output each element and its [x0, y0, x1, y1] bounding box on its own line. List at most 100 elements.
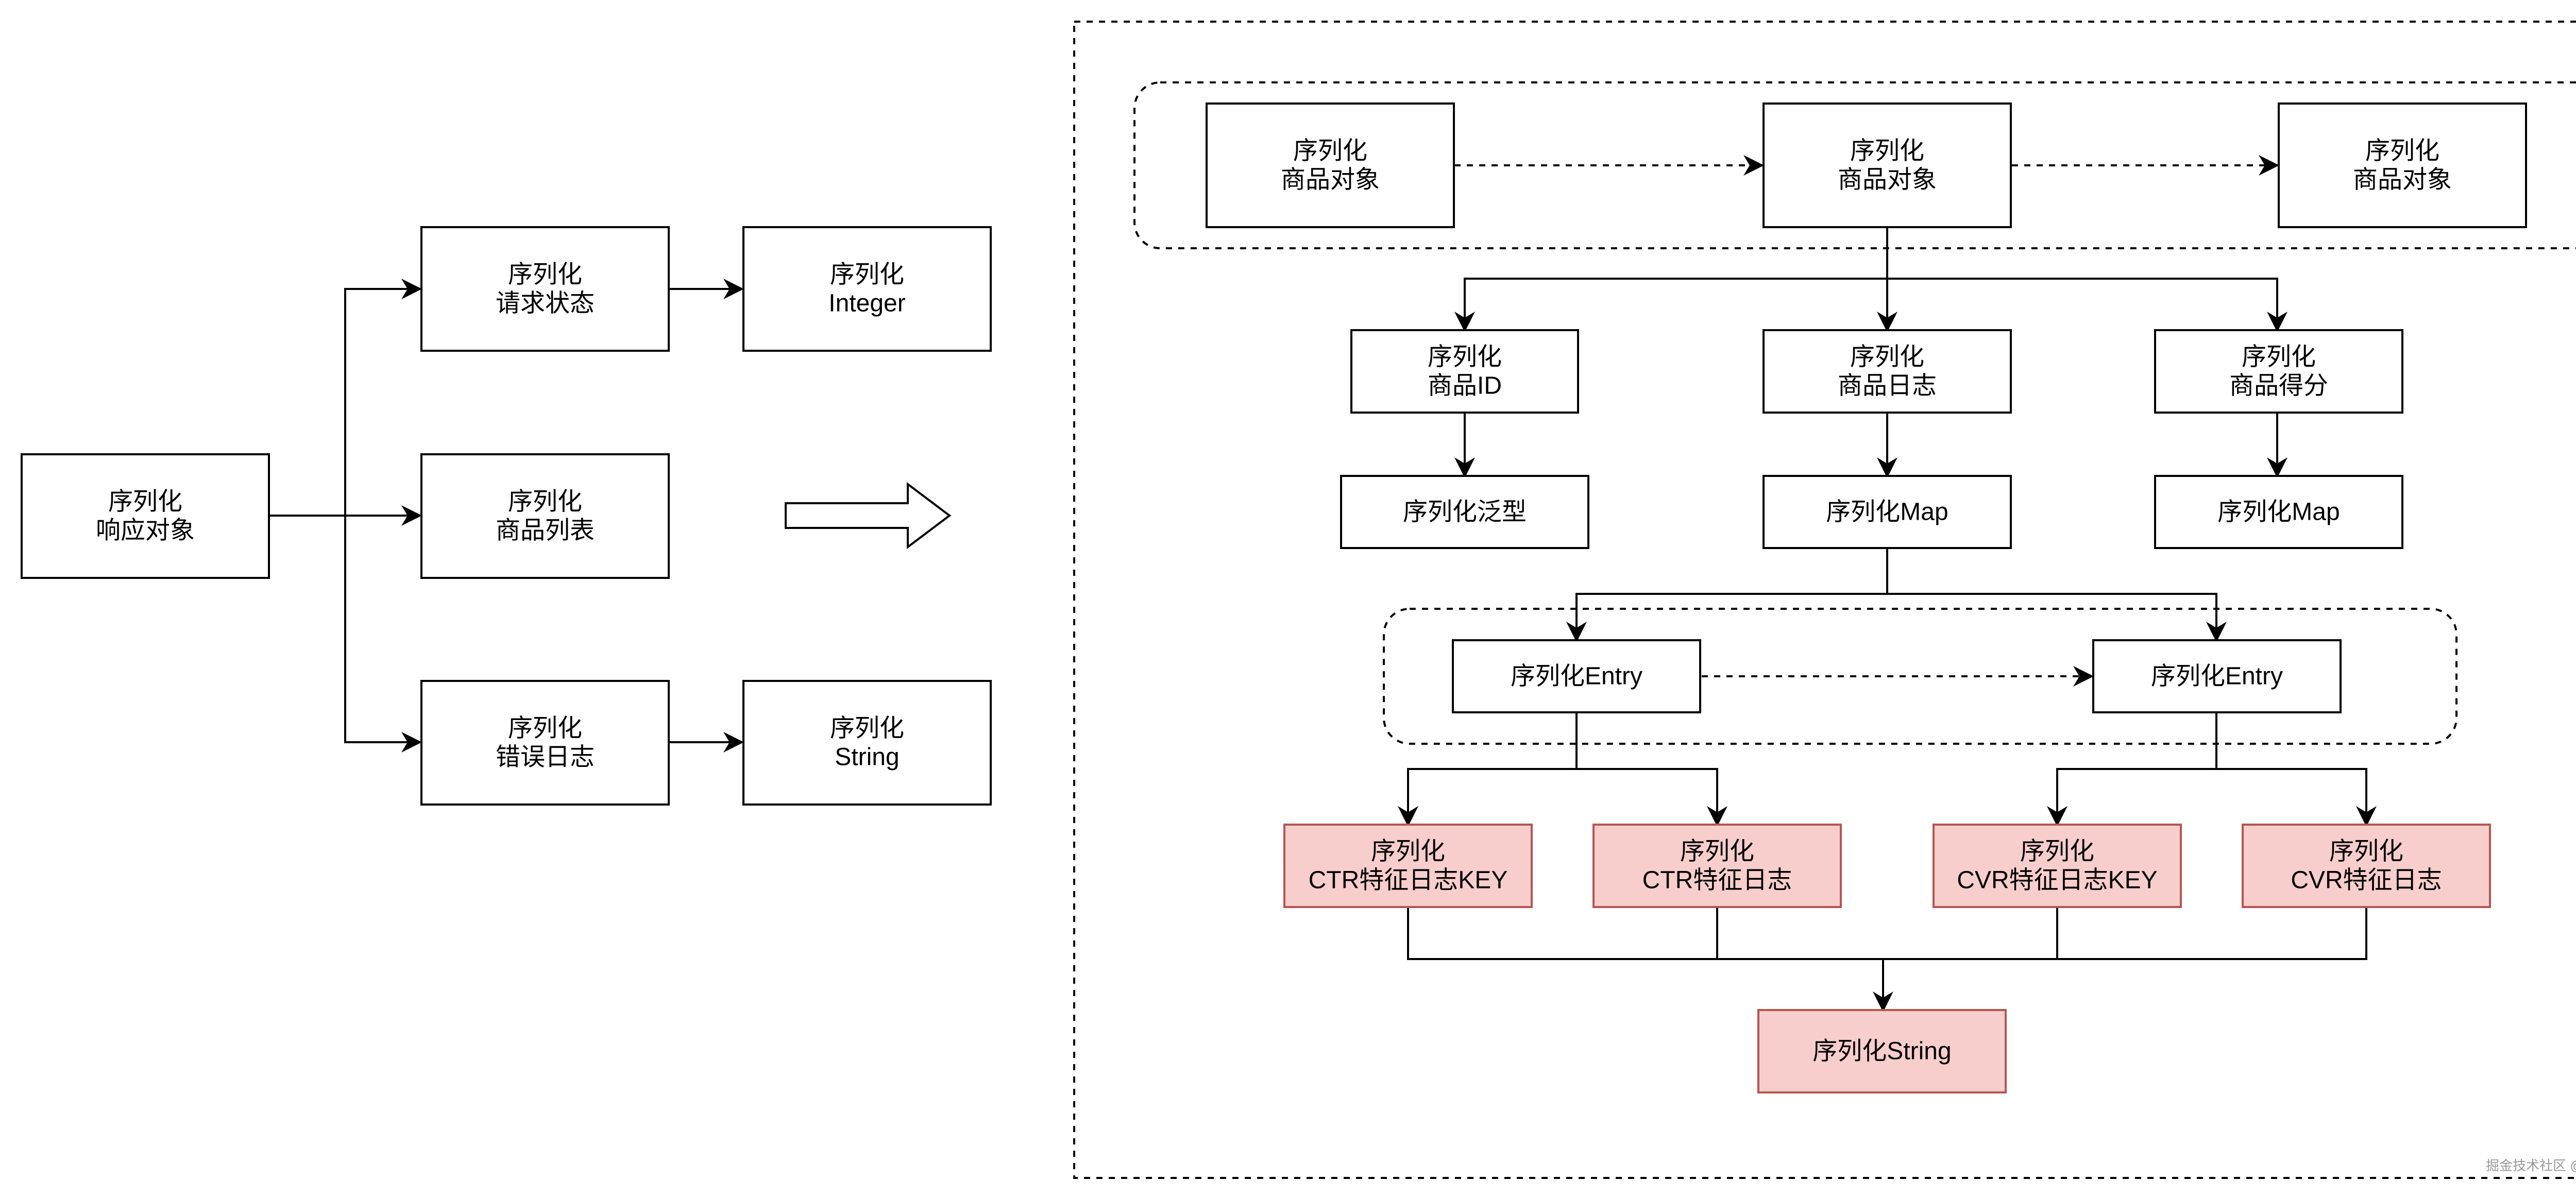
node-goods-list-label-2: 商品列表 [496, 517, 595, 544]
node-integer-label-1: 序列化 [830, 261, 904, 288]
edge-goods-obj-goods-score [1887, 278, 2287, 332]
watermark: 掘金技术社区 @ 转转技术团队 [2486, 1158, 2576, 1173]
node-resp-label-1: 序列化 [108, 488, 182, 516]
node-entry-1-label-1: 序列化Entry [1511, 663, 1642, 690]
node-goods-id-label-1: 序列化 [1428, 344, 1502, 371]
node-goods-score-label-2: 商品得分 [2229, 372, 2328, 400]
node-goods-list-label-1: 序列化 [508, 488, 582, 516]
node-map-1-label-1: 序列化Map [1826, 499, 1948, 526]
node-goods-list-shape [420, 453, 670, 579]
node-integer-label-2: Integer [828, 290, 905, 317]
edge-map-entry-1 [1566, 548, 1888, 642]
node-goods-obj-3-label-2: 商品对象 [2353, 166, 2452, 194]
node-ctr-key-label-1: 序列化 [1371, 838, 1445, 865]
edge-entry-2-cvr-key [2047, 712, 2217, 827]
node-ctr-log-shape [1592, 824, 1842, 908]
node-goods-log-shape [1762, 329, 2012, 414]
right-outer-frame [1073, 21, 2576, 1179]
node-string-l-label-1: 序列化 [830, 715, 904, 742]
transition-arrow [785, 482, 952, 550]
node-req-status-label-2: 请求状态 [496, 290, 595, 317]
node-string-l-label-2: String [835, 744, 899, 771]
edge-entry-2-cvr-log [2216, 768, 2377, 827]
right-edges [1398, 155, 2377, 1012]
node-entry-1-shape [1452, 639, 1701, 713]
node-goods-score-shape [2154, 329, 2403, 414]
node-integer-shape [742, 226, 992, 352]
edge-resp-err-log [344, 516, 422, 753]
node-req-status-label-1: 序列化 [508, 261, 582, 288]
node-map-1-shape [1762, 475, 2012, 549]
node-entry-2-shape [2092, 639, 2342, 713]
edge-goods-obj-goods-id [1454, 278, 1887, 332]
node-string-r: 序列化String [1757, 1009, 2007, 1093]
node-goods-obj-2-label-2: 商品对象 [1838, 166, 1937, 194]
node-generic-shape [1340, 475, 1589, 549]
node-goods-log-label-2: 商品日志 [1838, 372, 1937, 400]
node-cvr-log-label-1: 序列化 [2329, 838, 2403, 865]
node-entry-2-label-1: 序列化Entry [2151, 663, 2283, 690]
node-goods-obj-3-shape [2278, 102, 2527, 228]
node-string-r-shape [1757, 1009, 2007, 1093]
node-goods-obj-1-label-1: 序列化 [1293, 138, 1367, 165]
node-req-status-shape [420, 226, 670, 352]
node-entry-2: 序列化Entry [2092, 639, 2342, 713]
edge-entry-1-ctr-key [1398, 712, 1578, 827]
node-goods-log-label-1: 序列化 [1850, 344, 1924, 371]
node-resp-label-2: 响应对象 [96, 517, 195, 544]
node-goods-score-label-1: 序列化 [2242, 344, 2316, 371]
node-goods-id-shape [1350, 329, 1579, 414]
node-goods-obj-2-label-1: 序列化 [1850, 138, 1924, 165]
left-edges [269, 279, 744, 753]
node-cvr-key-label-2: CVR特征日志KEY [1957, 867, 2157, 894]
node-generic-label-1: 序列化泛型 [1403, 499, 1527, 526]
node-goods-obj-2-shape [1762, 102, 2012, 228]
node-err-log-label-1: 序列化 [508, 715, 582, 742]
node-generic: 序列化泛型 [1340, 475, 1589, 549]
node-string-l: 序列化String [742, 680, 992, 806]
edge-map-entry-2 [1887, 593, 2227, 642]
node-err-log-shape [420, 680, 670, 806]
node-map-2-shape [2154, 475, 2403, 549]
node-cvr-key-label-1: 序列化 [2020, 838, 2094, 865]
entry-group-frame [1383, 608, 2458, 745]
node-map-2-label-1: 序列化Map [2217, 499, 2340, 526]
node-cvr-log-shape [2242, 824, 2491, 908]
nodes: 序列化响应对象序列化请求状态序列化Integer序列化商品列表序列化错误日志序列… [21, 102, 2527, 1093]
node-goods-obj-3-label-1: 序列化 [2365, 138, 2439, 165]
node-cvr-key-shape [1933, 824, 2182, 908]
node-map-1: 序列化Map [1762, 475, 2012, 549]
node-err-log-label-2: 错误日志 [496, 744, 595, 771]
node-map-2: 序列化Map [2154, 475, 2403, 549]
node-string-r-label-1: 序列化String [1812, 1038, 1951, 1065]
node-entry-1: 序列化Entry [1452, 639, 1701, 713]
node-goods-obj-1-label-2: 商品对象 [1281, 166, 1380, 194]
node-resp-shape [21, 453, 270, 579]
node-ctr-log-label-1: 序列化 [1680, 838, 1754, 865]
node-ctr-log-label-2: CTR特征日志 [1642, 867, 1792, 894]
node-goods-obj-1-shape [1206, 102, 1455, 228]
edge-bottom-collector [1407, 907, 2367, 960]
edge-resp-req-status [344, 279, 422, 516]
node-ctr-key-shape [1283, 824, 1533, 908]
edge-entry-1-ctr-log [1577, 768, 1727, 827]
node-string-l-shape [742, 680, 992, 806]
node-cvr-log-label-2: CVR特征日志 [2291, 867, 2442, 894]
node-ctr-key-label-2: CTR特征日志KEY [1309, 867, 1508, 894]
